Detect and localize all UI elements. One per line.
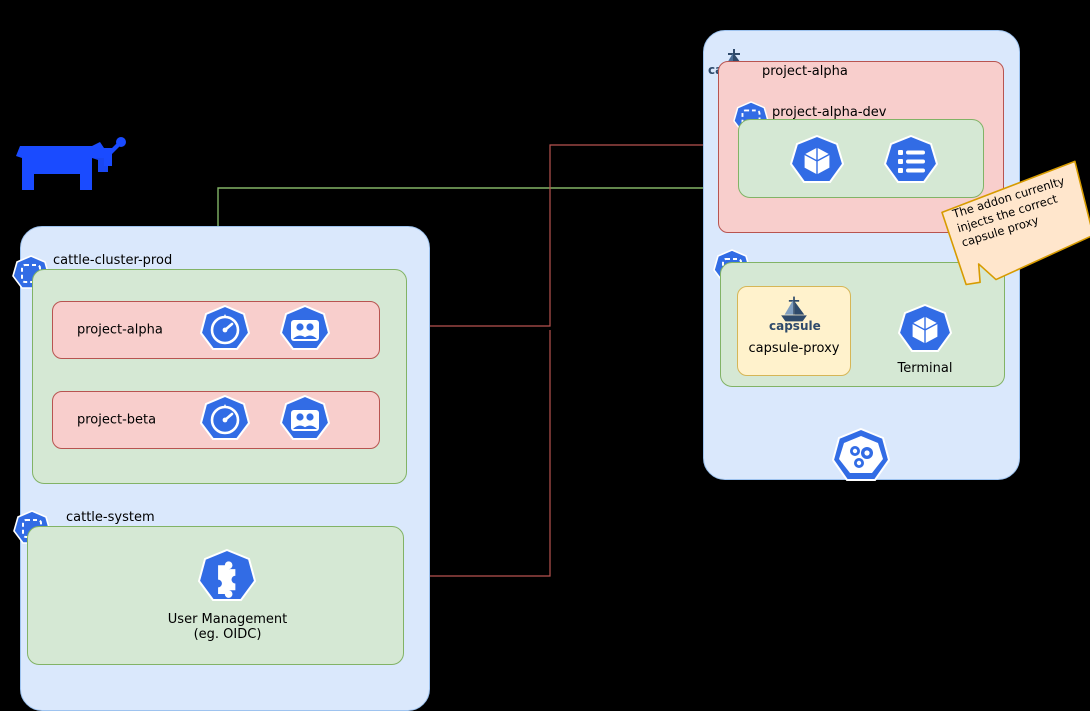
puzzle-addon-icon (197, 548, 257, 601)
capsule-proxy-logo-label: capsule (769, 319, 821, 333)
resource-list-icon (883, 134, 939, 183)
left-cattle-system-label: cattle-system (66, 510, 155, 525)
pod-box-icon (789, 134, 845, 183)
rancher-cattle-logo (16, 137, 126, 190)
left-cluster-label: cattle-cluster-prod (53, 253, 173, 268)
resource-quota-icon (199, 394, 251, 440)
kubernetes-icon (831, 427, 891, 481)
capsule-logo (781, 296, 807, 322)
rbac-users-icon (279, 304, 331, 350)
pod-box-icon (897, 303, 953, 352)
user-management-label: User Management (eg. OIDC) (140, 612, 315, 642)
terminal-label: Terminal (897, 361, 953, 376)
rbac-users-icon (279, 394, 331, 440)
capsule-proxy-label: capsule-proxy (748, 341, 840, 356)
project-alpha-dev-label: project-alpha-dev (772, 105, 887, 120)
user-management-line1: User Management (167, 612, 288, 627)
tenant-project-alpha-label: project-alpha (762, 64, 848, 79)
resource-quota-icon (199, 304, 251, 350)
project-alpha-dev-box (738, 119, 984, 198)
project-alpha-label: project-alpha (77, 322, 163, 338)
callout-note: The addon currenlty injects the correct … (937, 159, 1090, 297)
project-beta-label: project-beta (77, 412, 157, 428)
user-management-line2: (eg. OIDC) (193, 627, 262, 642)
